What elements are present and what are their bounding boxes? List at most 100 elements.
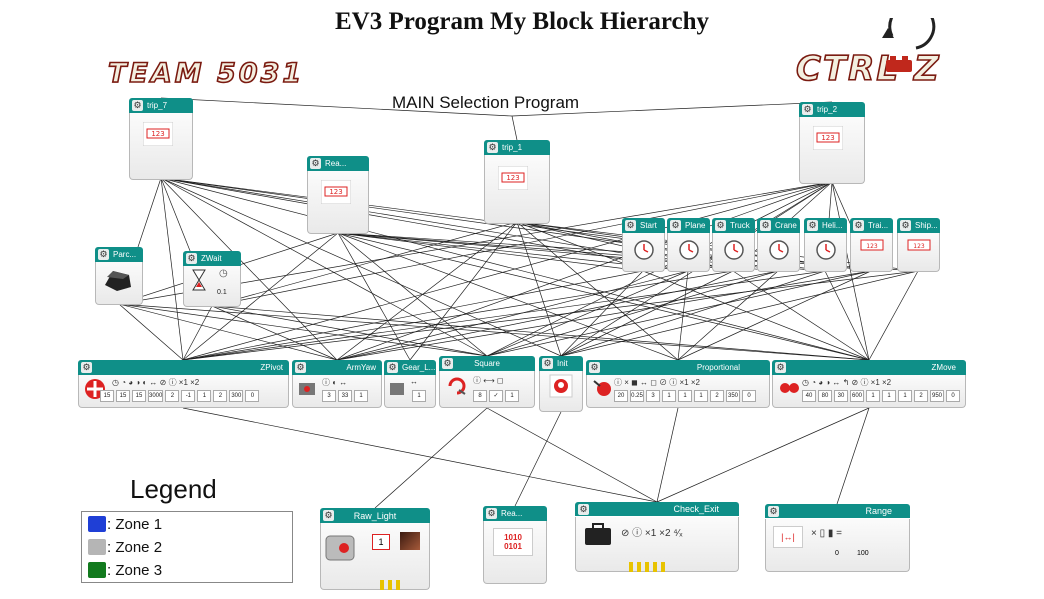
param-value[interactable]: 1 xyxy=(694,390,708,402)
block-title: ArmYaw xyxy=(292,360,382,375)
move-icon xyxy=(778,378,800,403)
param-value[interactable]: 950 xyxy=(930,390,944,402)
hierarchy-link xyxy=(160,177,338,361)
param-value[interactable]: -1 xyxy=(181,390,196,402)
hierarchy-link xyxy=(336,270,779,361)
param-value[interactable]: 1 xyxy=(354,390,368,402)
myblock-truck[interactable]: Truck ⚙ xyxy=(712,218,755,272)
param-value[interactable]: 3 xyxy=(322,390,336,402)
param-value[interactable]: 0.25 xyxy=(630,390,644,402)
hierarchy-link xyxy=(182,305,213,361)
param-value[interactable]: 0 xyxy=(742,390,756,402)
myblock-parc[interactable]: Parc... ⚙ xyxy=(95,247,143,305)
param-icons: × ▯ ▮ = xyxy=(811,528,843,539)
param-value[interactable]: 40 xyxy=(802,390,816,402)
param-value[interactable]: 1 xyxy=(898,390,912,402)
hierarchy-link xyxy=(336,270,872,361)
svg-text:Z: Z xyxy=(913,49,940,89)
hierarchy-link xyxy=(182,270,644,361)
gear-icon: ⚙ xyxy=(81,362,92,373)
hierarchy-link xyxy=(824,270,870,361)
myblock-trai[interactable]: Trai... ⚙ 123 xyxy=(850,218,893,272)
hierarchy-link xyxy=(486,270,872,357)
hourglass-icon xyxy=(191,269,207,296)
myblock-square[interactable]: Square ⚙ ⓘ ⟷ ◻ 8✓1 xyxy=(439,356,535,408)
myblock-plane[interactable]: Plane ⚙ xyxy=(667,218,710,272)
param-value[interactable]: 0 xyxy=(245,390,260,402)
hierarchy-link xyxy=(182,181,833,361)
param-icons: ⓘ ⟷ ◻ xyxy=(473,376,504,385)
param-value[interactable]: 30 xyxy=(834,390,848,402)
binary-icon: 1010 0101 xyxy=(493,528,533,556)
myblock-raw-light[interactable]: Raw_Light ⚙ 1 xyxy=(320,508,430,590)
param-value[interactable]: 300 xyxy=(229,390,244,402)
proportional-icon xyxy=(592,378,614,403)
param-value[interactable]: 20 xyxy=(614,390,628,402)
block-title: trip_2 xyxy=(799,102,865,117)
param-value[interactable]: 8 xyxy=(473,390,487,402)
gear-icon: ⚙ xyxy=(625,220,636,231)
myblock-start[interactable]: Start ⚙ xyxy=(622,218,665,272)
block-title: Check_Exit xyxy=(575,502,739,516)
param-value[interactable]: 1 xyxy=(678,390,692,402)
param-value[interactable]: 2 xyxy=(213,390,228,402)
myblock-gear-l[interactable]: Gear_L... ⚙ ↔ 1 xyxy=(384,360,436,408)
gear-icon: ⚙ xyxy=(775,362,786,373)
param-value[interactable]: 1 xyxy=(882,390,896,402)
myblock-init[interactable]: Init ⚙ xyxy=(539,356,583,412)
hierarchy-link xyxy=(211,221,518,307)
param-value[interactable]: 0 xyxy=(946,390,960,402)
param-value[interactable]: 350 xyxy=(726,390,740,402)
param-value[interactable]: 15 xyxy=(100,390,114,402)
myblock-trip-7[interactable]: trip_7 ⚙ 123 xyxy=(129,98,193,180)
hierarchy-link xyxy=(336,221,518,361)
hierarchy-link xyxy=(211,305,338,361)
param-value[interactable]: 2 xyxy=(914,390,928,402)
range-icon: |↔| xyxy=(773,526,803,548)
param-value[interactable]: 1 xyxy=(866,390,880,402)
myblock-check-exit[interactable]: Check_Exit ⚙ ⊘ ⓘ ×1 ×2 ⁴⁄ₓ xyxy=(575,502,739,572)
myblock-ship[interactable]: Ship... ⚙ 123 xyxy=(897,218,940,272)
myblock-crane[interactable]: Crane ⚙ xyxy=(757,218,800,272)
hierarchy-link xyxy=(211,305,488,357)
timer-icon xyxy=(814,238,838,265)
param-value[interactable]: 2 xyxy=(165,390,180,402)
myblock-rea-1[interactable]: Rea... ⚙ 123 xyxy=(307,156,369,234)
param-value[interactable]: 1 xyxy=(412,390,426,402)
param-value[interactable]: 80 xyxy=(818,390,832,402)
myblock-heli[interactable]: Heli... ⚙ xyxy=(804,218,847,272)
param-value[interactable]: 1 xyxy=(197,390,212,402)
param-value[interactable]: 1 xyxy=(662,390,676,402)
param-value[interactable]: 15 xyxy=(132,390,146,402)
zone-3-swatch xyxy=(88,562,106,578)
gear-icon: ⚙ xyxy=(186,253,197,264)
myblock-rea-2[interactable]: Rea... ⚙ 1010 0101 xyxy=(483,506,547,584)
hierarchy-link xyxy=(160,177,184,361)
param-value[interactable]: 15 xyxy=(116,390,130,402)
myblock-zwait[interactable]: ZWait ⚙ ◷ 0.1 xyxy=(183,251,241,307)
param-value[interactable]: 600 xyxy=(850,390,864,402)
param-value[interactable]: 33 xyxy=(338,390,352,402)
hierarchy-link xyxy=(182,270,826,361)
hierarchy-link xyxy=(560,270,644,357)
hierarchy-link xyxy=(486,270,779,357)
myblock-trip-2[interactable]: trip_2 ⚙ 123 xyxy=(799,102,865,184)
myblock-trip-1[interactable]: trip_1 ⚙ 123 xyxy=(484,140,550,224)
param-value[interactable]: 3000 xyxy=(148,390,164,402)
gear-icon: ⚙ xyxy=(715,220,726,231)
param-icons: ⓘ × ◼ ↔ ◻ ⊘ ⓘ ×1 ×2 xyxy=(614,378,700,387)
gear-icon: ⚙ xyxy=(323,510,334,521)
param-value[interactable]: 1 xyxy=(505,390,519,402)
gear-icon: ⚙ xyxy=(98,249,109,260)
param-values: 8✓1 xyxy=(439,390,535,402)
param-value[interactable]: 3 xyxy=(646,390,660,402)
param-value[interactable]: ✓ xyxy=(489,390,503,402)
color-sensor-icon xyxy=(324,532,358,569)
myblock-range[interactable]: Range ⚙ |↔| × ▯ ▮ = 0 100 xyxy=(765,504,910,572)
param-value[interactable]: 2 xyxy=(710,390,724,402)
